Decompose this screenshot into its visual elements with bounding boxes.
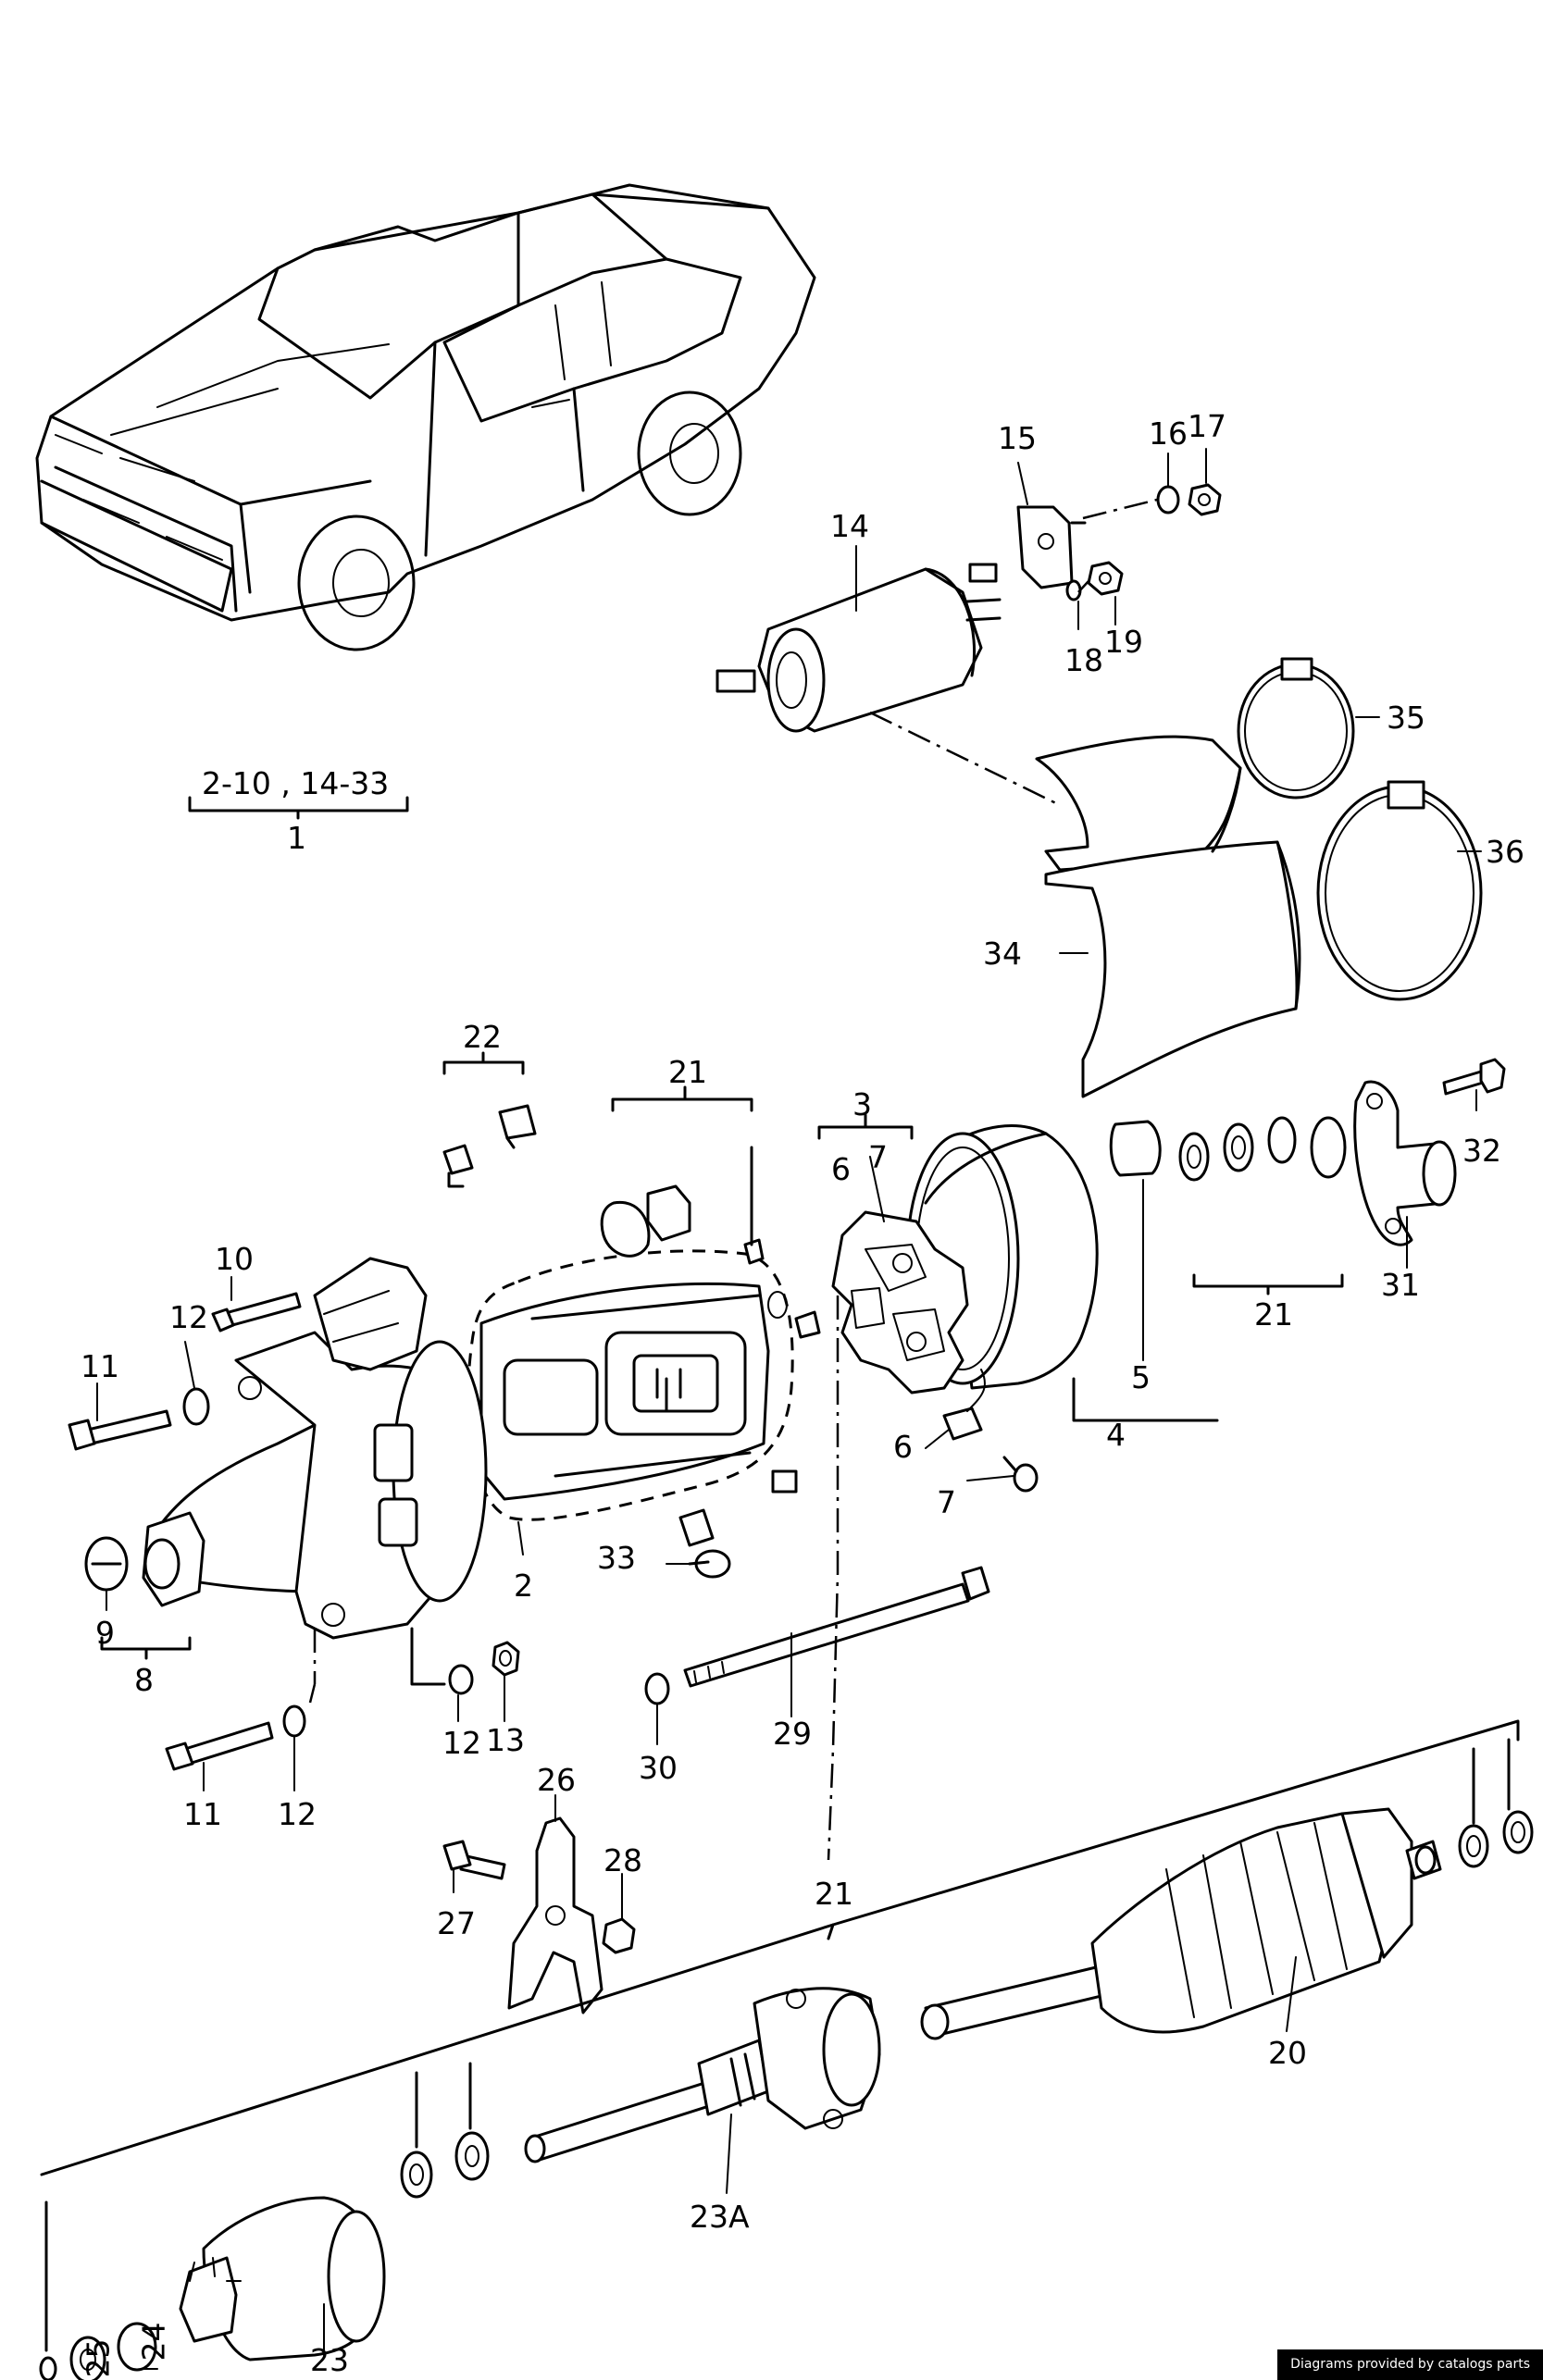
washer-18 xyxy=(1065,579,1082,601)
callout-27: 27 xyxy=(437,1905,476,1941)
callout-34: 34 xyxy=(983,936,1022,972)
callout-36: 36 xyxy=(1486,834,1524,870)
callout-7-bottom: 7 xyxy=(937,1484,956,1520)
callout-21-bottom: 21 xyxy=(815,1876,853,1912)
bolt-11-upper xyxy=(68,1409,172,1451)
vehicle-illustration xyxy=(35,183,816,651)
hose-clamp-35 xyxy=(1237,657,1355,800)
callout-12-lower: 12 xyxy=(278,1796,317,1832)
pinion-drive-23 xyxy=(179,2196,386,2361)
callout-23A: 23A xyxy=(690,2199,750,2235)
callout-10: 10 xyxy=(215,1241,254,1277)
washer-12-mid xyxy=(448,1664,474,1695)
callout-32: 32 xyxy=(1462,1133,1501,1169)
solenoid-switch xyxy=(716,563,1002,733)
circlip xyxy=(39,2356,57,2380)
callout-23: 23 xyxy=(310,2342,349,2378)
washer-21-b xyxy=(1502,1810,1534,1854)
bolt-10 xyxy=(211,1292,302,1333)
callout-33: 33 xyxy=(597,1540,636,1576)
callout-15: 15 xyxy=(998,420,1037,456)
assembly-group-label: 2-10 , 14-33 1 xyxy=(188,765,409,856)
retaining-clips-22 xyxy=(442,1104,537,1188)
callout-21-top: 21 xyxy=(668,1054,707,1090)
callout-12-upper: 12 xyxy=(169,1299,208,1335)
bushing-24 xyxy=(117,2322,157,2372)
callout-20: 20 xyxy=(1268,2035,1307,2071)
insulator-a xyxy=(600,1200,651,1258)
washer-21-d xyxy=(454,2131,490,2181)
callout-9: 9 xyxy=(95,1615,115,1651)
callout-8: 8 xyxy=(134,1662,154,1698)
bolt-27 xyxy=(442,1840,506,1880)
callout-7-top: 7 xyxy=(868,1139,888,1175)
armature-20 xyxy=(920,1807,1442,2040)
callout-2: 2 xyxy=(514,1568,533,1604)
shim-set-right xyxy=(1109,1116,1347,1182)
hex-nut-13 xyxy=(492,1641,520,1677)
brush-spring-7 xyxy=(1002,1456,1039,1493)
callout-31: 31 xyxy=(1381,1267,1420,1303)
callout-numbers: 14 15 16 17 18 19 35 36 34 32 31 21 5 4 … xyxy=(81,408,1524,2378)
callout-35: 35 xyxy=(1387,700,1425,736)
callout-24: 24 xyxy=(135,2322,172,2361)
spring-washer-16 xyxy=(1156,485,1180,514)
brush-holder-plate xyxy=(831,1210,969,1395)
shift-fork-26 xyxy=(507,1816,604,2014)
washer-12-lower xyxy=(282,1704,306,1738)
callout-leaders xyxy=(96,448,1482,2370)
heat-shield xyxy=(1035,735,1301,1098)
callout-14: 14 xyxy=(830,508,869,544)
callout-28: 28 xyxy=(604,1842,642,1878)
callout-21-right: 21 xyxy=(1254,1296,1293,1333)
callout-6-top: 6 xyxy=(831,1151,851,1187)
callout-11-upper: 11 xyxy=(81,1348,119,1384)
callout-16: 16 xyxy=(1149,415,1188,452)
washer-12-upper xyxy=(182,1387,210,1426)
through-bolt-29 xyxy=(683,1566,990,1688)
end-bearing-bracket xyxy=(1353,1080,1457,1246)
insulator-b xyxy=(646,1184,691,1242)
callout-25: 25 xyxy=(80,2338,117,2378)
nut-28 xyxy=(602,1917,636,1954)
callout-12-mid: 12 xyxy=(442,1725,481,1761)
callout-30: 30 xyxy=(639,1750,678,1786)
callout-29: 29 xyxy=(773,1716,812,1752)
hex-nut-19 xyxy=(1087,561,1124,596)
bushing-25 xyxy=(69,2336,106,2380)
drive-end-housing xyxy=(142,1257,488,1640)
callout-19: 19 xyxy=(1104,624,1143,660)
callout-6-bottom: 6 xyxy=(893,1429,913,1465)
hose-clamp-36 xyxy=(1316,780,1483,1001)
field-frame-housing xyxy=(467,1249,794,1521)
intermediate-drive-23A xyxy=(524,1987,881,2163)
callout-26: 26 xyxy=(537,1762,576,1798)
callout-18: 18 xyxy=(1064,642,1103,678)
callout-17: 17 xyxy=(1188,408,1226,444)
diagram-credit: Diagrams provided by catalogs parts xyxy=(1277,2349,1543,2380)
screw-33 xyxy=(678,1508,731,1579)
bolt-11-lower xyxy=(165,1721,274,1771)
washer-30 xyxy=(644,1672,670,1705)
callout-11-lower: 11 xyxy=(183,1796,222,1832)
terminal-bracket xyxy=(1016,505,1087,589)
callout-13: 13 xyxy=(486,1722,525,1758)
hex-nut-17 xyxy=(1188,483,1222,516)
callout-4: 4 xyxy=(1106,1417,1126,1453)
bolt-32 xyxy=(1442,1058,1506,1096)
washer-21-c xyxy=(400,2151,433,2199)
callout-22: 22 xyxy=(463,1019,502,1055)
carbon-brush-6 xyxy=(942,1407,983,1441)
group-number-text: 1 xyxy=(287,820,306,856)
group-ranges-text: 2-10 , 14-33 xyxy=(202,765,389,801)
callout-3: 3 xyxy=(852,1086,872,1122)
washer-21-a xyxy=(1458,1824,1489,1868)
callout-5: 5 xyxy=(1131,1359,1151,1395)
